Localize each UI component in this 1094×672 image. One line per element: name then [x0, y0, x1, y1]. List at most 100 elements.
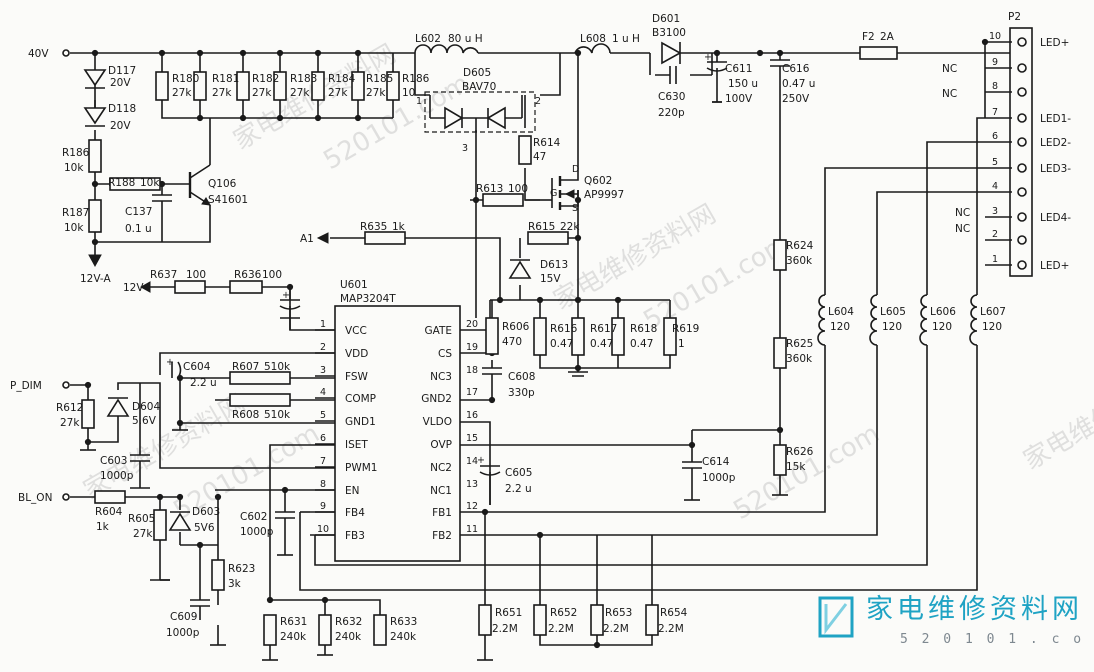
resistor-r183 — [273, 71, 287, 101]
resistor-r607 — [229, 371, 291, 385]
resistor-r633 — [373, 614, 387, 646]
capacitor-c609 — [190, 599, 210, 607]
ic-pin-number: 2 — [320, 342, 326, 353]
label-r613: R613 — [476, 183, 503, 195]
label-l602: L602 — [415, 33, 441, 45]
value-r636: 100 — [262, 269, 282, 281]
label-r617: R617 — [590, 323, 617, 335]
label-r653: R653 — [605, 607, 632, 619]
label-a1: A1 — [300, 233, 314, 245]
ic-pin-name: PWM1 — [345, 462, 377, 474]
value-d118: 20V — [110, 120, 131, 132]
label-r654: R654 — [660, 607, 688, 619]
label-r614: R614 — [533, 137, 561, 149]
ic-pin-name: NC3 — [430, 371, 452, 383]
connector-pin-number: 7 — [992, 107, 998, 118]
value-r607: 510k — [264, 361, 291, 373]
value-c609: 1000p — [166, 627, 200, 639]
ic-pin-name: COMP — [345, 393, 376, 405]
logo-url: 5 2 0 1 0 1 . c o m — [900, 632, 1094, 647]
watermark-url: 520101.com — [729, 419, 885, 527]
value-c616-a: 0.47 u — [782, 78, 815, 90]
ic-pin-name: FSW — [345, 371, 369, 383]
label-c602: C602 — [240, 511, 267, 523]
value-c602: 1000p — [240, 526, 274, 538]
label-r635: R635 — [360, 221, 387, 233]
ic-pin-number: 16 — [466, 410, 478, 421]
value-c605: 2.2 u — [505, 483, 532, 495]
ic-pin-number: 7 — [320, 456, 326, 467]
transistor-q106 — [188, 164, 211, 206]
terminal-blon[interactable] — [62, 493, 70, 501]
label-r626: R626 — [786, 446, 814, 458]
ic-pin-name: FB2 — [432, 530, 452, 542]
zener-d118 — [83, 107, 107, 127]
label-c137: C137 — [125, 206, 152, 218]
label-blon: BL_ON — [18, 492, 52, 504]
label-d604: D604 — [132, 401, 160, 413]
resistor-r625 — [773, 337, 787, 369]
ic-u601 — [334, 305, 461, 562]
value-r613: 100 — [508, 183, 528, 195]
resistor-r637 — [174, 280, 206, 294]
label-d613: D613 — [540, 259, 568, 271]
label-r615: R615 — [528, 221, 555, 233]
label-r612: R612 — [56, 402, 83, 414]
value-d603: 5V6 — [194, 522, 215, 534]
label-12v: 12V — [123, 282, 144, 294]
value-d605: BAV70 — [462, 81, 496, 93]
value-r653: 2.2M — [603, 623, 629, 635]
label-r631: R631 — [280, 616, 307, 628]
resistor-r624 — [773, 239, 787, 271]
junctions — [84, 38, 989, 649]
label-40v: 40V — [28, 48, 49, 60]
terminal-12va[interactable] — [88, 254, 102, 268]
value-l607: 120 — [982, 321, 1002, 333]
label-d601: D601 — [652, 13, 680, 25]
svg-text:+: + — [704, 52, 712, 63]
capacitor-c604 — [171, 361, 182, 379]
connector-p2 — [1009, 27, 1033, 277]
label-r618: R618 — [630, 323, 657, 335]
label-l604: L604 — [828, 306, 854, 318]
value-l604: 120 — [830, 321, 850, 333]
label-c616: C616 — [782, 63, 810, 75]
terminal-40v[interactable] — [62, 49, 70, 57]
site-logo: 家电维修资料网 5 2 0 1 0 1 . c o m — [818, 594, 1094, 647]
value-c614: 1000p — [702, 472, 736, 484]
ground-symbols — [80, 101, 788, 661]
label-r182: R182 — [252, 73, 279, 85]
svg-text:+: + — [477, 455, 485, 466]
connector-label-led3: LED3- — [1040, 163, 1071, 175]
label-r619: R619 — [672, 323, 699, 335]
ic-pin-name: GND2 — [421, 393, 452, 405]
connector-pin-number: 2 — [992, 229, 998, 240]
ic-pin-name: OVP — [430, 439, 452, 451]
value-c137: 0.1 u — [125, 223, 152, 235]
value-r615: 22k — [560, 221, 580, 233]
resistor-r188 — [109, 177, 161, 191]
terminal-12v[interactable] — [139, 281, 151, 293]
terminal-pdim[interactable] — [62, 381, 70, 389]
label-r633: R633 — [390, 616, 417, 628]
label-f2: F2 — [862, 31, 875, 43]
terminal-a1[interactable] — [316, 232, 329, 244]
value-d601: B3100 — [652, 27, 686, 39]
value-r625: 360k — [786, 353, 813, 365]
label-r188: R188 — [108, 177, 135, 189]
inductor-l602 — [414, 44, 479, 54]
connector-label-led4: LED4- — [1040, 212, 1071, 224]
value-r186a: 10k — [64, 162, 84, 174]
capacitor-c137 — [152, 194, 172, 202]
resistor-r608 — [229, 393, 291, 407]
label-c614: C614 — [702, 456, 730, 468]
label-r183: R183 — [290, 73, 317, 85]
value-l608: 1 u H — [612, 33, 640, 45]
resistor-r180 — [155, 71, 169, 101]
capacitor-c630 — [669, 66, 677, 84]
ic-pin-name: VDD — [345, 348, 368, 360]
resistor-r187 — [88, 199, 102, 233]
resistor-r652 — [533, 604, 547, 636]
value-c616-b: 250V — [782, 93, 810, 105]
